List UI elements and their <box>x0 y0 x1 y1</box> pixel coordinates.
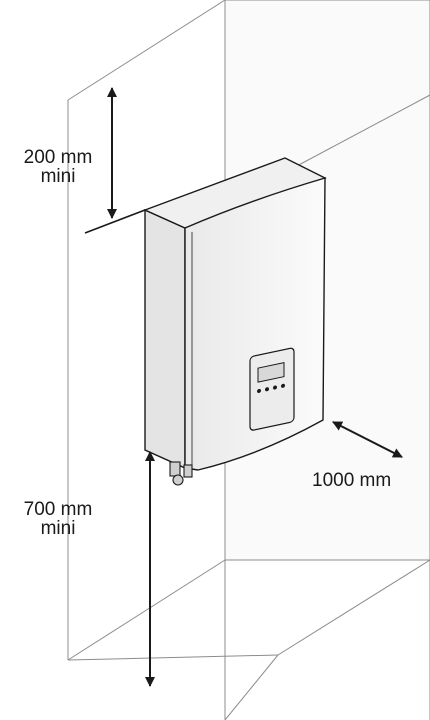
top-clearance-qualifier: mini <box>40 166 76 187</box>
display-screen <box>257 362 285 383</box>
bottom-clearance-value: 700 mm <box>23 499 93 520</box>
bottom-clearance-qualifier: mini <box>40 518 76 539</box>
boiler-side-face <box>144 208 186 470</box>
boiler <box>143 157 327 486</box>
front-clearance-dimension <box>332 421 403 458</box>
top-clearance-dimension <box>84 87 146 234</box>
bottom-clearance-label: 700 mm mini <box>4 500 112 538</box>
front-clearance-label: 1000 mm <box>312 471 391 490</box>
top-clearance-value: 200 mm <box>23 147 93 168</box>
control-panel <box>249 347 295 431</box>
front-clearance-value: 1000 mm <box>312 470 392 491</box>
control-buttons <box>257 383 285 393</box>
pipe-connections <box>169 461 193 486</box>
top-clearance-label: 200 mm mini <box>6 148 110 186</box>
